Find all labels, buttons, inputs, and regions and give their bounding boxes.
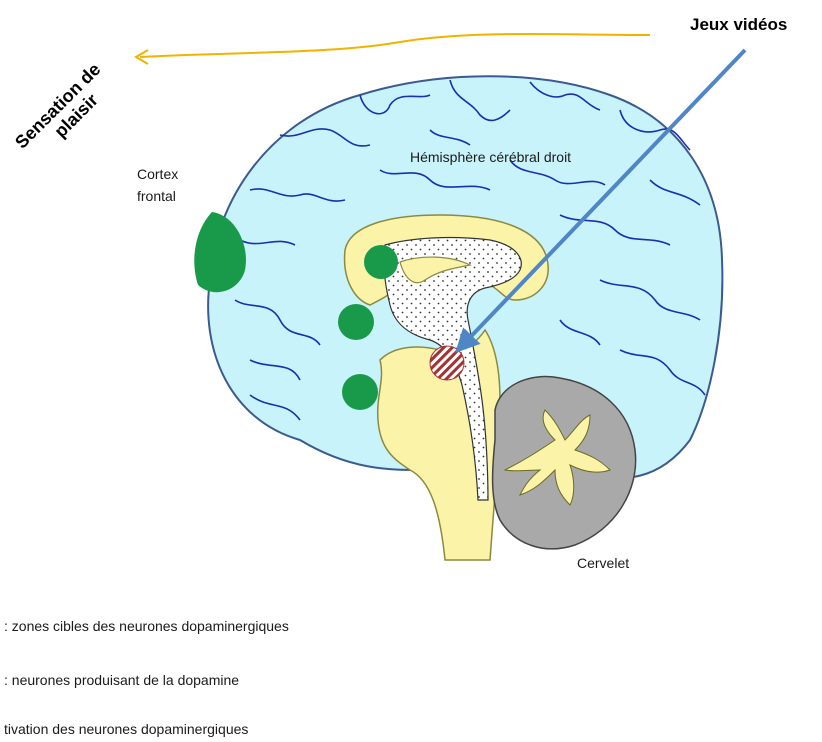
legend-item-activation: tivation des neurones dopaminergiques (4, 721, 248, 737)
legend-item-target-zones: : zones cibles des neurones dopaminergiq… (4, 618, 289, 634)
target-zone-2 (338, 304, 374, 340)
jeux-videos-label: Jeux vidéos (690, 15, 787, 34)
cortex-label-1: Cortex (137, 166, 178, 182)
cortex-label-2: frontal (137, 188, 176, 204)
target-zone-1 (364, 245, 398, 279)
sensation-label: Sensation de plaisir (11, 59, 119, 167)
hemisphere-label: Hémisphère cérébral droit (410, 149, 571, 165)
dopamine-neurons-zone (430, 346, 464, 380)
pleasure-arrow (140, 34, 650, 57)
cervelet-label: Cervelet (577, 555, 629, 571)
legend-item-dopamine-neurons: : neurones produisant de la dopamine (4, 672, 239, 688)
target-zone-3 (342, 374, 378, 410)
